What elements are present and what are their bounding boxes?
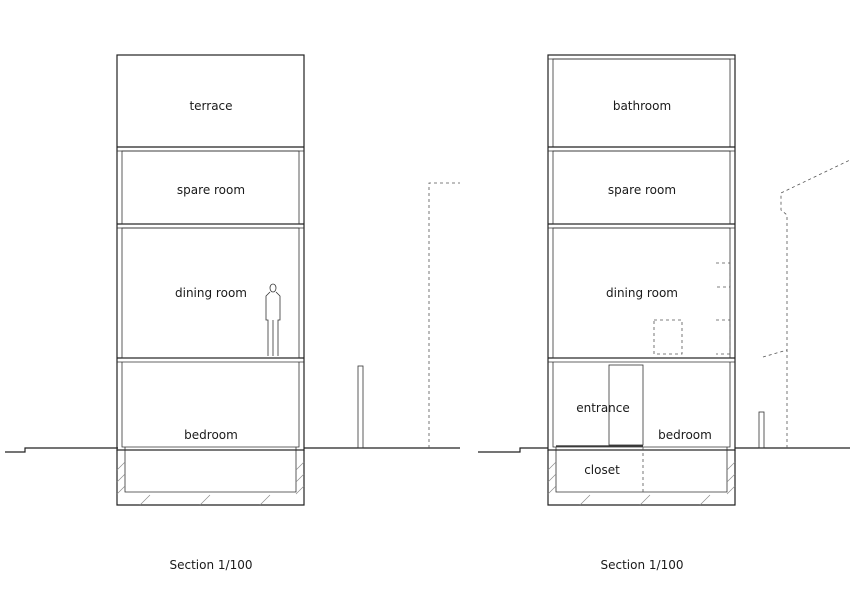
dining-room-inner-left (121, 227, 300, 359)
room-label-bedroom-right: bedroom (658, 428, 712, 442)
building-outline-right (547, 54, 736, 451)
building-outline-left (116, 54, 305, 451)
section-left: terrace spare room dining room bedroom S… (5, 54, 460, 572)
room-label-dining-room-right: dining room (606, 286, 678, 300)
room-label-dining-room-left: dining room (175, 286, 247, 300)
window-lower-right (716, 319, 731, 355)
dining-room-inner-right (552, 227, 731, 359)
basement-inner-right (555, 447, 728, 493)
fence-right (758, 411, 765, 449)
spare-room-inner-left (121, 150, 300, 225)
basement-inner-left (124, 447, 297, 493)
foundation-hatch-right (547, 461, 736, 506)
neighbor-balcony (762, 349, 788, 358)
room-label-bathroom: bathroom (613, 99, 671, 113)
basement-outline-right (547, 450, 736, 506)
ground-floor-inner-right (552, 362, 731, 448)
ground-line-right (478, 447, 548, 453)
room-label-terrace: terrace (189, 99, 232, 113)
section-right: bathroom spare room dining room entrance… (478, 54, 850, 572)
human-figure (265, 283, 281, 356)
caption-left: Section 1/100 (170, 558, 253, 572)
neighbor-outline-left (428, 182, 460, 448)
neighbor-outline-right (780, 159, 850, 448)
room-label-spare-room-left: spare room (177, 183, 245, 197)
caption-right: Section 1/100 (601, 558, 684, 572)
window-upper-right (716, 262, 731, 288)
entrance-door (608, 364, 644, 446)
dining-table (653, 319, 683, 355)
room-label-spare-room-right: spare room (608, 183, 676, 197)
room-label-closet: closet (584, 463, 620, 477)
basement-outline-left (116, 450, 305, 506)
room-label-entrance: entrance (576, 401, 630, 415)
room-label-bedroom-left: bedroom (184, 428, 238, 442)
bedroom-inner-left (121, 362, 300, 448)
spare-room-inner-right (552, 150, 731, 225)
ground-line-left (5, 447, 118, 453)
foundation-hatch-left (116, 461, 305, 506)
fence-left (357, 365, 364, 449)
